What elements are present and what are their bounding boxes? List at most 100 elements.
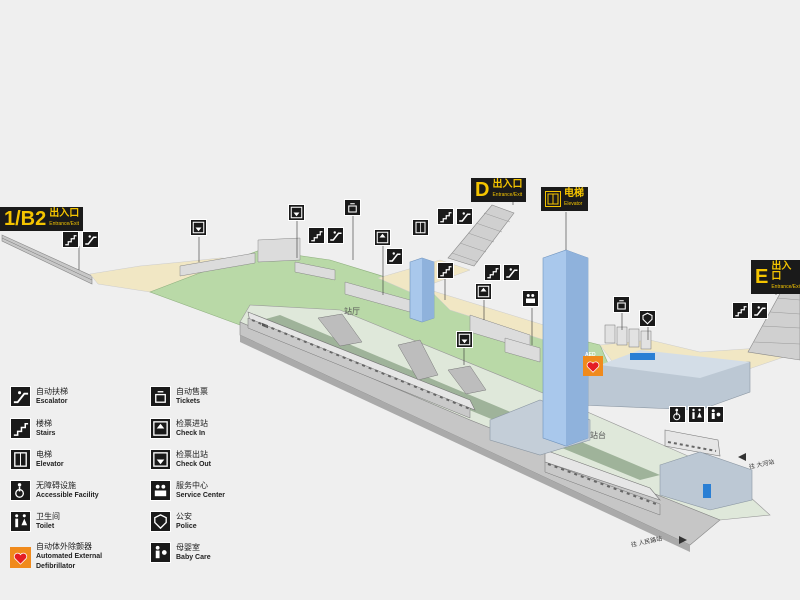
sign-elevator-en: Elevator: [564, 201, 583, 207]
service-center-icon: [522, 290, 539, 307]
escalator-icon: [386, 248, 403, 265]
legend-zh: 自动售票: [176, 386, 208, 396]
stairs-icon: [62, 231, 79, 248]
toilet-icon: [688, 406, 705, 423]
platform-stairs: [317, 313, 487, 395]
legend-en: Toilet: [36, 522, 55, 530]
service-center-icon: [150, 480, 171, 501]
escalator-icon: [456, 208, 473, 225]
sign-b2-letter: 1/B2: [4, 208, 47, 230]
legend-en: Stairs: [36, 429, 56, 437]
train-small-right: [664, 429, 721, 457]
blue-door: [703, 484, 711, 498]
sign-d-zh: 出入口: [492, 179, 523, 190]
sign-b2-en: Entrance/Exit: [49, 221, 79, 227]
police-icon: [150, 511, 171, 532]
ticket-icon: [344, 199, 361, 216]
platform-base: [240, 335, 690, 552]
service-block-bottom: [659, 451, 753, 511]
check-in-icon: [475, 283, 492, 300]
elevator-icon: [10, 449, 31, 470]
legend-en: Escalator: [36, 397, 68, 405]
check-out-icon: [456, 331, 473, 348]
escalator-icon: [327, 227, 344, 244]
legend-zh: 电梯: [36, 449, 52, 459]
elevator-shaft-large: [542, 249, 589, 447]
legend-en: Elevator: [36, 460, 64, 468]
aed-icon: [583, 356, 603, 376]
legend-zh: 自动扶梯: [36, 386, 68, 396]
check-in-icon: [374, 229, 391, 246]
elevator-shaft-small: [409, 257, 435, 323]
baby-care-icon: [707, 406, 724, 423]
accessible-icon: [669, 406, 686, 423]
stairs-icon: [732, 302, 749, 319]
escalator-icon: [10, 386, 31, 407]
sign-entrance-d: D 出入口 Entrance/Exit: [471, 178, 527, 202]
legend-en-2: Defibrillator: [36, 563, 76, 570]
escalator-icon: [503, 264, 520, 281]
aed-badge-label: AED: [585, 352, 596, 358]
escalator-icon: [751, 302, 768, 319]
sign-b2-zh: 出入口: [49, 208, 80, 219]
sign-elevator: 电梯 Elevator: [541, 187, 588, 211]
aed-icon: [10, 546, 31, 568]
toilet-icon: [10, 511, 31, 532]
legend-en: Service Center: [176, 491, 226, 499]
legend-zh: 卫生间: [36, 511, 60, 521]
train-right: [544, 449, 661, 516]
police-icon: [639, 310, 656, 327]
direction-arrows: [679, 453, 746, 544]
sign-e-zh: 出入口: [771, 261, 792, 282]
train-left: [247, 311, 476, 419]
legend-en: Accessible Facility: [36, 491, 99, 499]
stairs-icon: [437, 262, 454, 279]
legend-zh: 检票出站: [176, 449, 208, 459]
platform-label: 站台: [590, 431, 606, 440]
legend-zh: 公安: [176, 511, 192, 521]
baby-care-icon: [150, 542, 171, 563]
sign-e-en: Entrance/Exit: [771, 284, 800, 290]
legend-zh: 服务中心: [176, 480, 208, 490]
legend-zh: 检票进站: [176, 418, 208, 428]
fare-gates: [179, 237, 541, 363]
accessible-icon: [10, 480, 31, 501]
legend-en: Check In: [176, 429, 206, 437]
legend-zh: 母婴室: [176, 542, 200, 552]
sign-entrance-e: E 出入口 Entrance/Exit: [751, 260, 800, 294]
sign-d-letter: D: [475, 179, 490, 201]
stairs-icon: [437, 208, 454, 225]
concourse-label: 站厅: [344, 307, 360, 316]
entrance-b2-escalator: [1, 234, 93, 285]
legend-zh: 楼梯: [36, 418, 52, 428]
check-out-icon: [288, 204, 305, 221]
stairs-icon: [308, 227, 325, 244]
legend-en: Baby Care: [176, 553, 211, 561]
entrance-d-escalator: [447, 204, 515, 267]
sign-entrance-b2: 1/B2 出入口 Entrance/Exit: [0, 207, 84, 231]
legend-en: Automated External: [36, 553, 103, 560]
sign-e-letter: E: [755, 266, 769, 288]
legend-zh: 自动体外除颤器: [36, 542, 92, 551]
legend-en: Tickets: [176, 397, 200, 405]
ticket-icon: [613, 296, 630, 313]
ticket-icon: [150, 386, 171, 407]
stairs-icon: [484, 264, 501, 281]
entrance-e-escalator: [747, 289, 800, 361]
blue-marker: [630, 353, 655, 360]
legend-en: Check Out: [176, 460, 212, 468]
sign-elevator-zh: 电梯: [564, 188, 584, 199]
legend-zh: 无障碍设施: [36, 480, 76, 490]
escalator-icon: [82, 231, 99, 248]
elevator-sign-icon: [545, 191, 561, 207]
